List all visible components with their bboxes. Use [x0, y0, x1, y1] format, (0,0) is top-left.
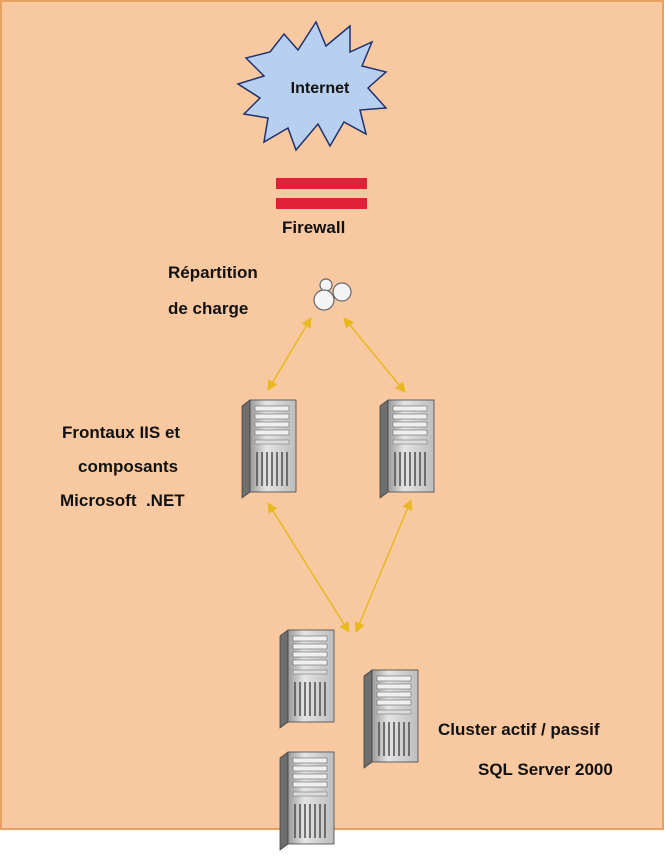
firewall-icon: [276, 178, 367, 209]
frontends-label-line3: Microsoft .NET: [60, 491, 185, 510]
internet-cloud-icon: [236, 20, 388, 152]
firewall-label: Firewall: [282, 218, 346, 237]
cluster-label-line2: SQL Server 2000: [478, 760, 613, 779]
cluster-server-bottom-icon: [279, 751, 335, 851]
cluster-label-line1: Cluster actif / passif: [438, 720, 600, 739]
load-balancer-label-line1: Répartition: [168, 263, 258, 282]
cluster-server-middle-icon: [363, 669, 419, 769]
arrow-frontend-right-to-cluster: [354, 499, 413, 633]
internet-label: Internet: [290, 80, 350, 97]
frontend-server-left-icon: [241, 399, 297, 499]
arrow-frontend-left-to-cluster: [267, 502, 350, 633]
frontends-label-line2: composants: [78, 457, 179, 476]
arrow-lb-to-frontend-left: [267, 317, 312, 391]
arrow-lb-to-frontend-right: [343, 317, 406, 393]
frontends-label-line1: Frontaux IIS et: [62, 423, 181, 442]
load-balancer-icon: [313, 278, 352, 311]
load-balancer-label-line2: de charge: [168, 299, 249, 318]
connection-arrows: [267, 317, 413, 633]
frontend-server-right-icon: [379, 399, 435, 499]
cluster-server-top-icon: [279, 629, 335, 729]
